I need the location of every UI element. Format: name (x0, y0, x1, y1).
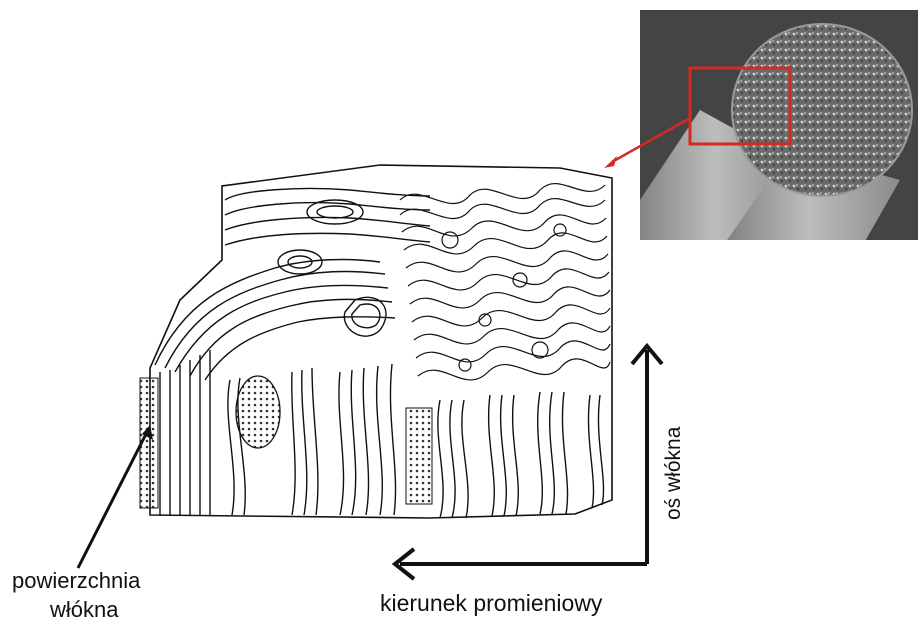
fiber-surface-label-line2: włókna (50, 598, 118, 622)
fiber-axis-label: oś włókna (662, 427, 686, 520)
fibril-cross-sections (140, 376, 432, 508)
sem-micrograph (630, 10, 918, 250)
axis-arrows (395, 346, 662, 579)
fiber-cross-section (732, 24, 912, 196)
radial-direction-label: kierunek promieniowy (380, 591, 602, 615)
tangled-fibrils (400, 184, 610, 380)
fiber-surface-label: powierzchnia (12, 569, 140, 593)
fibril-block (150, 165, 612, 518)
